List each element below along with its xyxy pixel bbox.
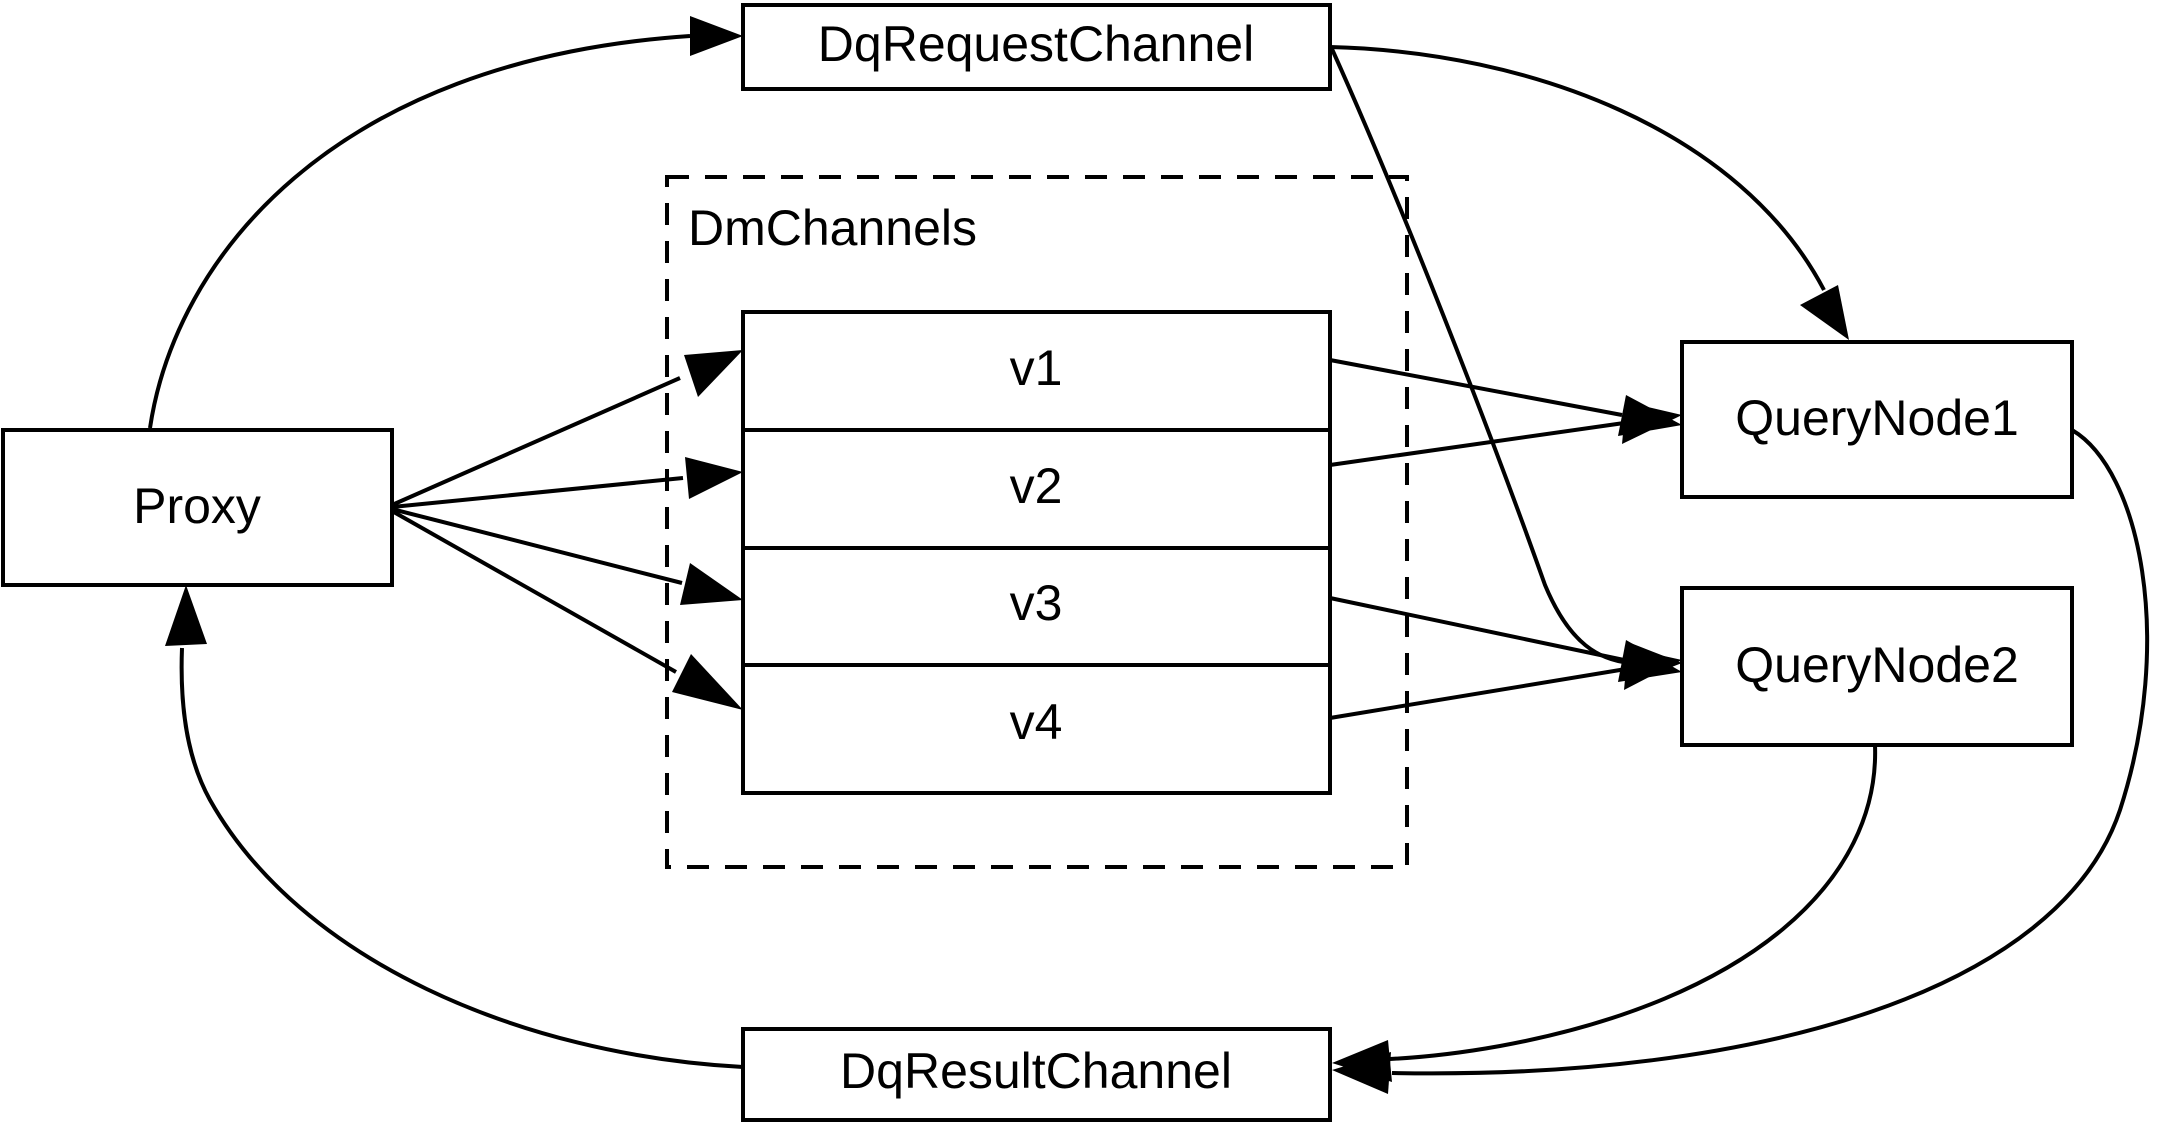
channel-row-v3[interactable]: v3 (1010, 575, 1063, 631)
edge-line (1329, 421, 1625, 467)
edge-line (1329, 358, 1623, 417)
edge-v4-to-query-node-2 (1329, 648, 1682, 720)
node-dq-request-channel[interactable]: DqRequestChannel (741, 3, 1332, 91)
edge-dq-request-channel-to-query-node-1 (1329, 45, 1849, 340)
edge-line (1329, 596, 1625, 662)
edge-line (1329, 45, 1826, 291)
edge-proxy-to-v1 (391, 350, 743, 507)
edge-line (391, 376, 681, 507)
query-node-2-box[interactable] (1680, 586, 2074, 747)
arrowhead (690, 16, 743, 56)
edge-line (1391, 428, 2150, 1076)
node-query-node-2[interactable]: QueryNode2 (1680, 586, 2074, 747)
edge-line (148, 34, 691, 429)
query-node-2-label: QueryNode2 (1735, 637, 2019, 693)
arrowhead (685, 457, 743, 499)
edge-proxy-to-dq-request-channel (148, 16, 743, 429)
edge-query-node-2-to-dq-result-channel (1332, 744, 1878, 1082)
dm-channels-table: v1 v2 v3 v4 (741, 310, 1332, 795)
channel-row-v1[interactable]: v1 (1010, 340, 1063, 396)
dq-request-channel-label: DqRequestChannel (818, 16, 1254, 72)
edge-dq-request-channel-to-query-node-2 (1330, 48, 1682, 684)
node-query-node-1[interactable]: QueryNode1 (1680, 340, 2074, 499)
edge-v2-to-query-node-1 (1329, 402, 1682, 467)
arrowhead (165, 585, 207, 646)
edge-line (391, 507, 683, 585)
proxy-label: Proxy (133, 478, 261, 534)
edge-line (391, 509, 677, 674)
arrowhead (1332, 1040, 1392, 1082)
edge-proxy-to-v4 (391, 509, 743, 710)
node-dq-result-channel[interactable]: DqResultChannel (741, 1027, 1332, 1122)
edge-line (1330, 48, 1631, 665)
dq-result-channel-box[interactable] (741, 1027, 1332, 1122)
node-proxy[interactable]: Proxy (1, 428, 394, 587)
channel-row-v2[interactable]: v2 (1010, 458, 1063, 514)
proxy-box[interactable] (1, 428, 394, 587)
query-node-1-label: QueryNode1 (1735, 390, 2019, 446)
dm-channels-group-label: DmChannels (688, 200, 977, 256)
channel-row-v4[interactable]: v4 (1010, 694, 1063, 750)
arrowhead (1624, 648, 1682, 690)
dm-channels-group-border (665, 175, 1409, 869)
arrowhead (680, 563, 743, 605)
channel-table-border (741, 310, 1332, 795)
edge-proxy-to-v2 (391, 457, 743, 509)
edge-proxy-to-v3 (391, 507, 743, 605)
dm-channels-group: DmChannels (665, 175, 1409, 869)
arrowhead (672, 654, 743, 710)
query-node-1-box[interactable] (1680, 340, 2074, 499)
arrowhead (684, 350, 743, 397)
edge-line (1329, 667, 1627, 720)
arrowhead (1622, 402, 1682, 444)
edge-query-node-1-to-dq-result-channel (1332, 428, 2150, 1094)
edge-line (1389, 744, 1878, 1061)
edge-dq-result-channel-to-proxy (165, 585, 744, 1069)
edge-line (179, 647, 744, 1069)
arrowhead (1800, 285, 1849, 340)
dq-request-channel-box[interactable] (741, 3, 1332, 91)
edge-line (391, 476, 684, 509)
dq-result-channel-label: DqResultChannel (840, 1043, 1232, 1099)
